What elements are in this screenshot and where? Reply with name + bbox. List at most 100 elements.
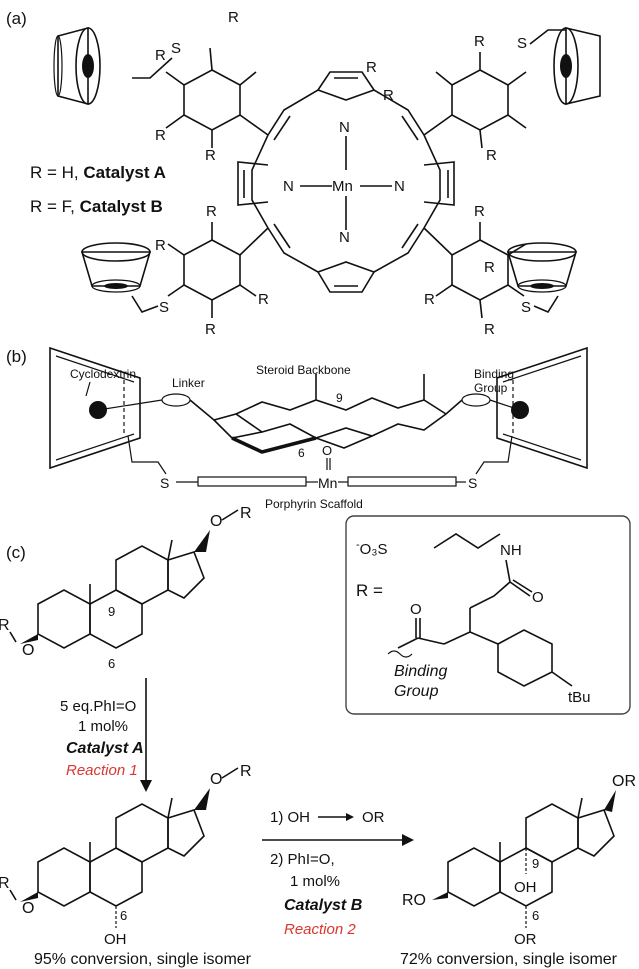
steroid-intermediate	[20, 788, 210, 928]
r-tr-1: R	[474, 33, 485, 50]
step2-line1a: 1) OH	[270, 809, 310, 826]
r-tl-3: R	[155, 127, 166, 144]
r-tr-3: R	[383, 87, 394, 104]
legend-line-b: R = F, Catalyst B	[30, 197, 163, 216]
linker-label: Linker	[172, 376, 205, 390]
start-r-3: R	[0, 617, 10, 634]
b-pos-6: 6	[298, 446, 305, 460]
reaction2-arrowhead	[402, 834, 414, 846]
aryl-ring-bottom-right	[423, 222, 527, 319]
prod-pos-9: 9	[532, 856, 539, 871]
r-br-2: R	[484, 259, 495, 276]
step2-line1b: OR	[362, 809, 385, 826]
r-bl-1: R	[206, 203, 217, 220]
r-bl-2: R	[155, 237, 166, 254]
r-br-4: R	[484, 321, 495, 338]
int-r-17: R	[240, 763, 252, 780]
cyclodextrin-cone-bottom-right	[506, 242, 578, 293]
b-oxo: O	[322, 443, 332, 458]
linker-left-ellipse	[161, 393, 191, 407]
box-tbu: tBu	[568, 689, 591, 706]
box-binding-line2: Group	[394, 683, 439, 700]
cyclodextrin-label: Cyclodextrin	[70, 367, 136, 381]
reaction1-arrowhead	[140, 780, 152, 792]
r-br-1: R	[474, 203, 485, 220]
step2-line2: 2) PhI=O,	[270, 851, 335, 868]
step1-loading: 1 mol%	[78, 718, 128, 735]
cyclodextrin-cone-bottom-left	[80, 242, 152, 293]
r-br-3: R	[424, 291, 435, 308]
result-reaction2: 72% conversion, single isomer	[400, 951, 618, 968]
r-tl-1: R	[228, 9, 239, 26]
steroid-backbone-3d	[189, 374, 463, 454]
cyclodextrin-right-schematic	[496, 346, 588, 470]
prod-oh-9: OH	[514, 879, 537, 896]
start-o-17: O	[210, 513, 222, 530]
cyclodextrin-left-schematic	[49, 346, 141, 470]
box-binding-line1: Binding	[394, 663, 447, 680]
start-r-17: R	[240, 505, 252, 522]
aryl-ring-bottom-left	[167, 222, 269, 318]
step2-catalyst: Catalyst B	[284, 897, 362, 914]
start-pos-9: 9	[108, 604, 115, 619]
s-tl: S	[171, 40, 181, 57]
steroid-backbone-label: Steroid Backbone	[256, 363, 351, 377]
int-r-3: R	[0, 875, 10, 892]
step1-reaction-label: Reaction 1	[66, 762, 138, 779]
legend-line-a: R = H, Catalyst A	[30, 163, 166, 182]
binding-group-label-2: Group	[474, 381, 508, 395]
prod-ro-3: RO	[402, 892, 426, 909]
box-amide-o: O	[532, 589, 544, 606]
start-pos-6: 6	[108, 656, 115, 671]
b-pos-9: 9	[336, 391, 343, 405]
porphyrin-scaffold-schematic	[127, 435, 513, 487]
r-bl-3: R	[258, 291, 269, 308]
r-tr-4: R	[486, 147, 497, 164]
box-sulfonate: -O₃S	[356, 539, 387, 558]
panel-label-a: (a)	[6, 9, 27, 28]
aryl-ring-top-left	[165, 47, 269, 148]
linker-right-ellipse	[461, 393, 491, 407]
r-tl-2: R	[155, 47, 166, 64]
s-br: S	[521, 299, 531, 316]
box-ketone-o: O	[410, 601, 422, 618]
step1-reagent: 5 eq.PhI=O	[60, 698, 136, 715]
binding-group-box	[345, 515, 631, 715]
porphyrin-scaffold-label: Porphyrin Scaffold	[265, 497, 363, 511]
int-oh: OH	[104, 931, 127, 948]
r-tr-2: R	[366, 59, 377, 76]
b-s-left: S	[160, 475, 169, 491]
step2-line3: 1 mol%	[290, 873, 340, 890]
n-right: N	[394, 178, 405, 195]
binding-group-label-1: Binding	[474, 367, 514, 381]
prod-or-6: OR	[514, 931, 537, 948]
n-left: N	[283, 178, 294, 195]
panel-label-c: (c)	[6, 543, 26, 562]
int-o-17: O	[210, 771, 222, 788]
prod-pos-6: 6	[532, 908, 539, 923]
s-tr: S	[517, 35, 527, 52]
result-reaction1: 95% conversion, single isomer	[34, 951, 252, 968]
r-bl-4: R	[205, 321, 216, 338]
steroid-product	[432, 790, 616, 928]
b-s-right: S	[468, 475, 477, 491]
steroid-start	[20, 530, 210, 649]
panel-label-b: (b)	[6, 347, 27, 366]
n-top: N	[339, 119, 350, 136]
int-pos-6: 6	[120, 908, 127, 923]
int-o-3: O	[22, 900, 34, 917]
r-tl-4: R	[205, 147, 216, 164]
step2-reaction-label: Reaction 2	[284, 921, 356, 938]
box-r-equals: R =	[356, 581, 383, 600]
mn-center: Mn	[332, 178, 353, 195]
s-bl: S	[159, 299, 169, 316]
box-nh: NH	[500, 542, 522, 559]
step1-catalyst: Catalyst A	[66, 740, 144, 757]
start-o-3: O	[22, 642, 34, 659]
b-mn: Mn	[318, 475, 337, 491]
cyclodextrin-cone-top-right	[553, 26, 601, 106]
prod-or-17: OR	[612, 773, 636, 790]
cyclodextrin-cone-top-left	[53, 26, 101, 106]
